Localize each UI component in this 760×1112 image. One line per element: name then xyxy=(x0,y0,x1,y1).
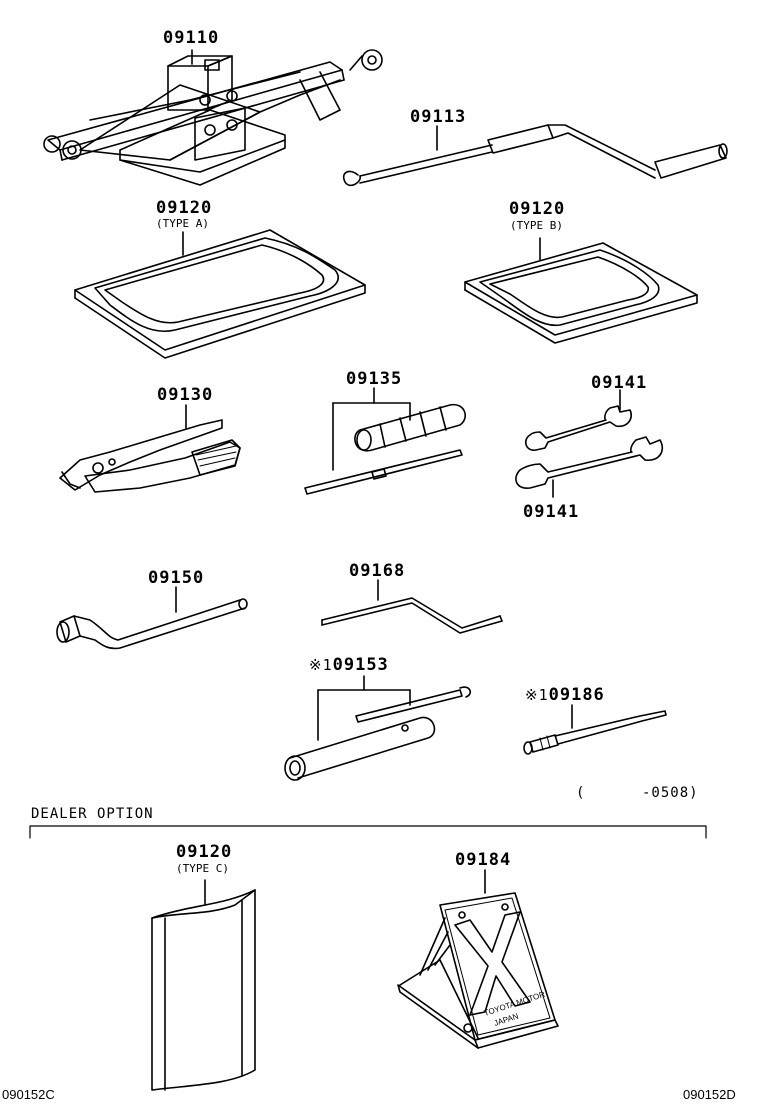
tube-wrench-drawing xyxy=(284,675,472,781)
part-label-lug-wrench: 09150 xyxy=(148,568,205,588)
part-label-pouch-c: 09120 xyxy=(176,842,233,862)
part-label-handle-bar: 09168 xyxy=(349,561,406,581)
note-mark-tube-wrench: ※1 xyxy=(309,656,333,674)
part-label-screwdriver: 09135 xyxy=(346,369,403,389)
part-label-wrench-bottom: 09141 xyxy=(523,502,580,522)
part-label-tube-wrench: ※109153 xyxy=(309,656,389,674)
tool-pouch-type-c-drawing xyxy=(151,879,256,1091)
part-number-tube-wrench: 09153 xyxy=(332,655,389,675)
handle-bar-drawing xyxy=(321,579,503,634)
lug-wrench-drawing xyxy=(56,586,248,650)
dealer-option-bracket xyxy=(29,825,707,839)
pliers-drawing xyxy=(59,404,241,493)
note-mark-extension: ※1 xyxy=(525,686,549,704)
part-label-extension: ※109186 xyxy=(525,686,605,704)
tool-pouch-type-b-drawing xyxy=(464,237,698,344)
wrenches-drawing xyxy=(515,389,664,498)
footer-code-right: 090152D xyxy=(683,1087,736,1102)
part-label-wheel-chock: 09184 xyxy=(455,850,512,870)
part-label-pliers: 09130 xyxy=(157,385,214,405)
jack-handle-drawing xyxy=(342,124,728,187)
part-label-jack: 09110 xyxy=(163,28,220,48)
footer-code-left: 090152C xyxy=(2,1087,55,1102)
part-label-handle: 09113 xyxy=(410,107,467,127)
extension-bar-drawing xyxy=(523,704,667,755)
scissor-jack-drawing xyxy=(43,49,383,186)
part-label-pouch-b: 09120 xyxy=(509,199,566,219)
part-type-pouch-a: (TYPE A) xyxy=(156,217,209,230)
screwdriver-drawing xyxy=(304,387,466,495)
part-label-pouch-a: 09120 xyxy=(156,198,213,218)
part-number-extension: 09186 xyxy=(548,685,605,705)
production-date-range: ( -0508) xyxy=(576,785,699,801)
tool-pouch-type-a-drawing xyxy=(74,229,366,359)
wheel-chock-drawing xyxy=(397,869,559,1049)
dealer-option-heading: DEALER OPTION xyxy=(31,806,154,822)
part-type-pouch-c: (TYPE C) xyxy=(176,862,229,875)
part-type-pouch-b: (TYPE B) xyxy=(510,219,563,232)
part-label-wrench-top: 09141 xyxy=(591,373,648,393)
